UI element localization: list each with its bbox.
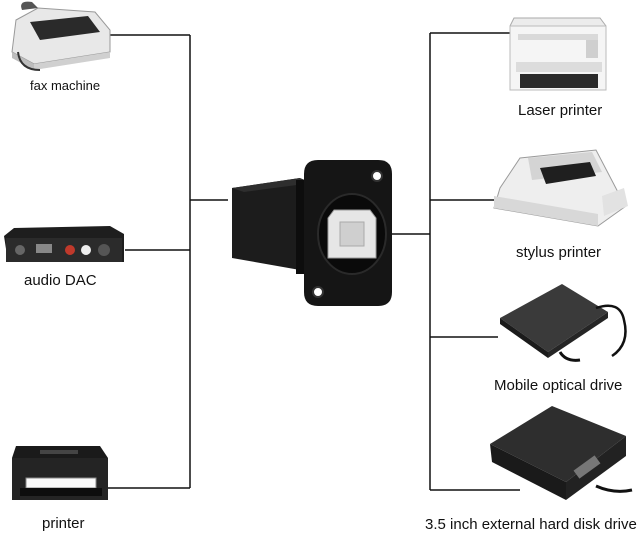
fax-machine-icon	[11, 1, 111, 71]
label-mobile-optical-drive: Mobile optical drive	[494, 377, 623, 394]
dot-matrix-printer-icon	[493, 149, 628, 227]
label-audio-dac: audio DAC	[24, 272, 97, 289]
label-stylus-printer: stylus printer	[516, 244, 602, 261]
label-hard-disk-drive: 3.5 inch external hard disk drive	[425, 516, 637, 533]
laser-printer-icon	[12, 446, 108, 500]
audio-dac-icon	[4, 226, 124, 262]
label-laser-printer: Laser printer	[518, 102, 603, 119]
mount-hole-top	[371, 170, 383, 182]
label-printer: printer	[42, 515, 85, 532]
laser-printer-right-icon	[509, 17, 607, 91]
mount-hole-bottom	[312, 286, 324, 298]
usb-b-connector	[232, 160, 392, 306]
connection-lines	[108, 32, 520, 491]
hard-disk-enclosure-icon	[490, 406, 633, 500]
optical-drive-icon	[500, 284, 627, 362]
label-fax-machine: fax machine	[30, 78, 101, 93]
